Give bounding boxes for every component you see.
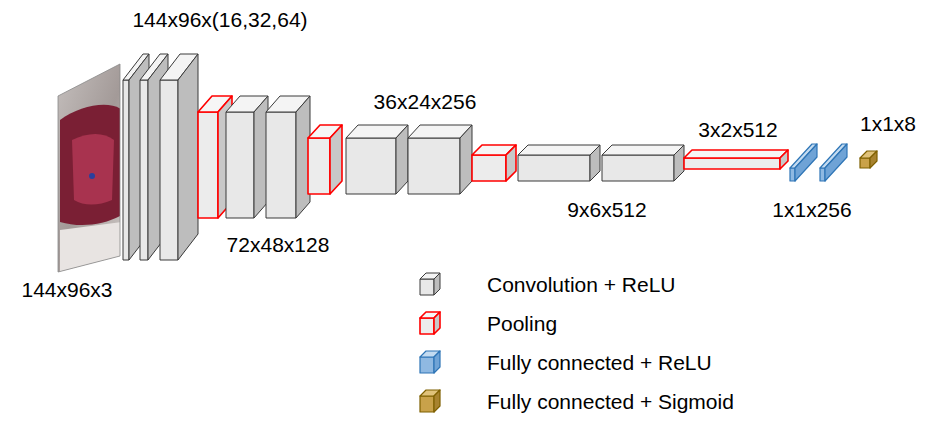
image-figure <box>72 134 114 205</box>
block-face <box>178 54 198 260</box>
block-face <box>684 150 788 158</box>
legend-sample <box>420 351 440 373</box>
block-face <box>330 125 342 194</box>
pooling-layer <box>308 125 342 194</box>
block-face <box>308 138 330 194</box>
conv-layer <box>160 54 198 260</box>
legend-sample <box>420 312 440 334</box>
block-face <box>226 112 254 218</box>
block-face <box>518 155 590 181</box>
block-face <box>129 54 149 260</box>
block-face <box>602 155 674 181</box>
block-face <box>434 312 440 334</box>
legend-text: Fully connected + Sigmoid <box>487 390 734 414</box>
legend-text: Convolution + ReLU <box>487 273 676 297</box>
input-image <box>50 60 130 280</box>
image-figure <box>60 105 122 225</box>
block-face <box>472 155 506 181</box>
block-face <box>460 125 472 194</box>
dimension-label: 9x6x512 <box>567 198 646 222</box>
block-face <box>780 150 788 169</box>
fc-layer <box>820 144 847 181</box>
conv-layer <box>408 125 472 194</box>
block-face <box>506 145 516 181</box>
block-face <box>860 158 870 168</box>
block-face <box>674 145 684 181</box>
block-face <box>160 80 178 260</box>
image-dot <box>89 173 95 179</box>
dimension-label: 72x48x128 <box>227 233 330 257</box>
block-face <box>820 168 825 181</box>
legend-sample <box>420 273 440 295</box>
block-face <box>434 390 440 412</box>
image-ground <box>50 60 130 280</box>
conv-layer <box>518 145 600 181</box>
pooling-layer <box>472 145 516 181</box>
block-face <box>420 279 434 295</box>
image-border <box>58 64 120 272</box>
block-face <box>408 138 460 194</box>
block-face <box>266 112 296 218</box>
block-face <box>420 357 434 373</box>
block-face <box>346 138 396 194</box>
legend-text: Fully connected + ReLU <box>487 351 712 375</box>
image-floor <box>60 222 122 275</box>
block-face <box>795 144 817 181</box>
block-face <box>198 112 218 218</box>
block-face <box>518 145 600 155</box>
dimension-label: 3x2x512 <box>698 118 777 142</box>
conv-layer <box>266 96 310 218</box>
block-face <box>684 158 780 169</box>
block-face <box>790 168 795 181</box>
legend-text: Pooling <box>487 312 557 336</box>
dimension-label: 36x24x256 <box>374 90 477 114</box>
fc-layer <box>790 144 817 181</box>
dimension-label: 1x1x256 <box>772 198 851 222</box>
block-face <box>140 80 148 260</box>
block-face <box>825 144 847 181</box>
dimension-label: 144x96x3 <box>21 278 112 302</box>
conv-layer <box>602 145 684 181</box>
sigmoid-layer <box>860 151 877 168</box>
pooling-layer <box>684 150 788 169</box>
conv-layer <box>123 54 149 260</box>
block-face <box>420 318 434 334</box>
block-face <box>420 396 434 412</box>
block-face <box>590 145 600 181</box>
conv-layer <box>226 96 268 218</box>
dimension-label: 1x1x8 <box>860 112 916 136</box>
dimension-label: 144x96x(16,32,64) <box>132 8 307 32</box>
block-face <box>434 273 440 295</box>
block-face <box>123 80 129 260</box>
block-face <box>396 125 408 194</box>
block-face <box>434 351 440 373</box>
conv-layer <box>346 125 408 194</box>
block-face <box>870 151 877 168</box>
legend-sample <box>420 390 440 412</box>
block-face <box>602 145 684 155</box>
